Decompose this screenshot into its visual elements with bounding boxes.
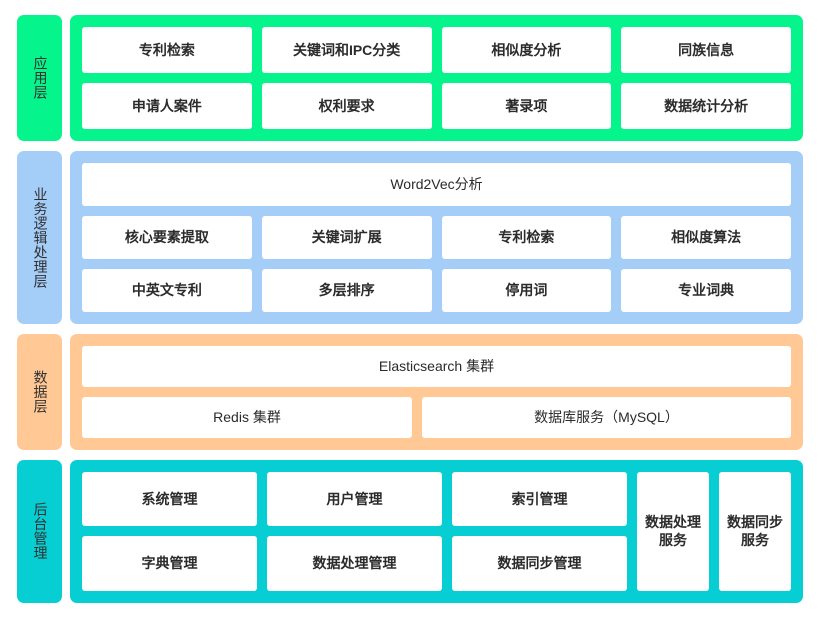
layer-application: 应用层 专利检索 关键词和IPC分类 相似度分析 同族信息 申请人案件 权利要求… (17, 15, 803, 142)
layer-row: 核心要素提取 关键词扩展 专利检索 相似度算法 (82, 216, 791, 260)
card-database-service-mysql[interactable]: 数据库服务（MySQL） (422, 397, 791, 438)
card-claims[interactable]: 权利要求 (261, 83, 432, 130)
card-stopwords[interactable]: 停用词 (441, 269, 612, 313)
layer-panel-backend-admin: 系统管理 用户管理 索引管理 字典管理 数据处理管理 数据同步管理 数据处理 服… (70, 459, 803, 603)
card-similarity-algorithm[interactable]: 相似度算法 (621, 216, 791, 260)
admin-management-grid: 系统管理 用户管理 索引管理 字典管理 数据处理管理 数据同步管理 (82, 471, 627, 592)
layer-row: Elasticsearch 集群 (82, 346, 791, 388)
card-data-processing-management[interactable]: 数据处理管理 (267, 536, 442, 592)
layer-label-business-logic: 业务逻辑处理层 (17, 151, 62, 325)
layer-backend-admin: 后台管理 系统管理 用户管理 索引管理 字典管理 数据处理管理 数据同步管理 数… (17, 459, 803, 603)
card-data-sync-service[interactable]: 数据同步 服务 (719, 471, 791, 591)
card-user-management[interactable]: 用户管理 (267, 471, 442, 527)
layer-label-application: 应用层 (17, 15, 62, 142)
layer-panel-business-logic: Word2Vec分析 核心要素提取 关键词扩展 专利检索 相似度算法 中英文专利… (70, 151, 803, 325)
layer-label-backend-admin: 后台管理 (17, 459, 62, 603)
layer-row: Word2Vec分析 (82, 163, 791, 207)
layer-panel-data: Elasticsearch 集群 Redis 集群 数据库服务（MySQL） (70, 334, 803, 450)
card-keyword-ipc-classification[interactable]: 关键词和IPC分类 (261, 27, 432, 74)
card-core-element-extraction[interactable]: 核心要素提取 (82, 216, 252, 260)
card-chinese-english-patent[interactable]: 中英文专利 (82, 269, 252, 313)
layer-label-data: 数据层 (17, 334, 62, 450)
card-applicant-cases[interactable]: 申请人案件 (82, 83, 252, 130)
layer-row: 中英文专利 多层排序 停用词 专业词典 (82, 269, 791, 313)
layer-row: 系统管理 用户管理 索引管理 (82, 471, 627, 527)
card-data-processing-service[interactable]: 数据处理 服务 (637, 471, 709, 591)
card-keyword-expansion[interactable]: 关键词扩展 (261, 216, 432, 260)
card-family-information[interactable]: 同族信息 (621, 27, 791, 74)
card-dictionary-management[interactable]: 字典管理 (82, 536, 257, 592)
card-system-management[interactable]: 系统管理 (82, 471, 257, 527)
card-patent-search[interactable]: 专利检索 (82, 27, 252, 74)
layer-row: 专利检索 关键词和IPC分类 相似度分析 同族信息 (82, 27, 791, 74)
layer-row: 字典管理 数据处理管理 数据同步管理 (82, 536, 627, 592)
card-similarity-analysis[interactable]: 相似度分析 (441, 27, 612, 74)
layer-business-logic: 业务逻辑处理层 Word2Vec分析 核心要素提取 关键词扩展 专利检索 相似度… (17, 151, 803, 325)
card-redis-cluster[interactable]: Redis 集群 (82, 397, 412, 438)
layer-panel-application: 专利检索 关键词和IPC分类 相似度分析 同族信息 申请人案件 权利要求 著录项… (70, 15, 803, 142)
layer-row: Redis 集群 数据库服务（MySQL） (82, 397, 791, 438)
card-data-statistics-analysis[interactable]: 数据统计分析 (621, 83, 791, 130)
layer-data: 数据层 Elasticsearch 集群 Redis 集群 数据库服务（MySQ… (17, 334, 803, 450)
layer-row: 申请人案件 权利要求 著录项 数据统计分析 (82, 83, 791, 130)
card-elasticsearch-cluster[interactable]: Elasticsearch 集群 (82, 346, 791, 388)
card-word2vec-analysis[interactable]: Word2Vec分析 (82, 163, 791, 207)
card-multilayer-ranking[interactable]: 多层排序 (261, 269, 432, 313)
card-data-sync-management[interactable]: 数据同步管理 (452, 536, 627, 592)
card-index-management[interactable]: 索引管理 (452, 471, 627, 527)
card-patent-search[interactable]: 专利检索 (441, 216, 612, 260)
card-bibliographic-items[interactable]: 著录项 (441, 83, 612, 130)
card-professional-dictionary[interactable]: 专业词典 (621, 269, 791, 313)
